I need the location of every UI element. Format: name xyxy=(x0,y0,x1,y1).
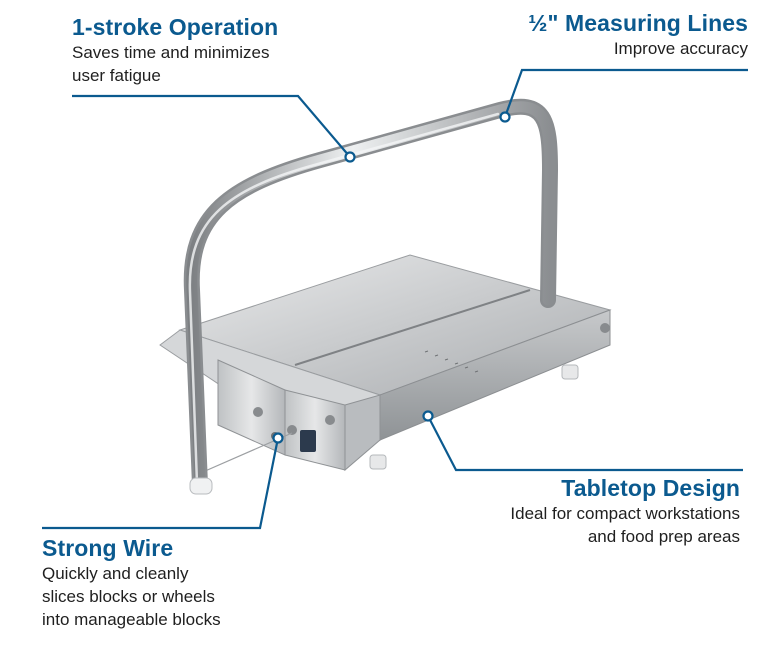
foot xyxy=(369,454,387,470)
measuring-lines xyxy=(424,350,479,373)
leader-line xyxy=(72,94,351,158)
handle-end-cap xyxy=(189,477,213,495)
marker-dot xyxy=(272,432,284,444)
callout-text-line: Improve accuracy xyxy=(613,39,748,58)
callout-text-line: Ideal for compact workstations xyxy=(510,504,740,523)
callout-strong-wire: Strong Wire Quickly and cleanly slices b… xyxy=(42,535,302,631)
knob xyxy=(325,415,335,425)
callout-text-line: user fatigue xyxy=(72,66,161,85)
callout-text-line: and food prep areas xyxy=(587,527,740,546)
knob xyxy=(287,425,297,435)
callout-text-line: Quickly and cleanly xyxy=(42,564,189,583)
leader-line xyxy=(427,415,743,472)
callout-text-line: Saves time and minimizes xyxy=(72,43,270,62)
callout-title: ½" Measuring Lines xyxy=(528,10,748,36)
marker-dot xyxy=(422,410,434,422)
callout-text-line: into manageable blocks xyxy=(42,610,221,629)
callout-markers xyxy=(272,111,511,444)
callout-title: 1-stroke Operation xyxy=(72,14,279,40)
knob xyxy=(253,407,263,417)
cutter-base xyxy=(159,254,612,472)
callout-measuring-lines: ½" Measuring Lines Improve accuracy xyxy=(500,10,748,60)
cutter-handle xyxy=(183,98,559,495)
foot xyxy=(561,364,579,380)
callout-title: Tabletop Design xyxy=(561,475,740,501)
callout-text-line: slices blocks or wheels xyxy=(42,587,215,606)
callout-title: Strong Wire xyxy=(42,535,174,561)
callout-leaders xyxy=(42,68,748,530)
marker-dot xyxy=(499,111,511,123)
callout-1-stroke-operation: 1-stroke Operation Saves time and minimi… xyxy=(72,14,342,87)
callout-tabletop-design: Tabletop Design Ideal for compact workst… xyxy=(430,475,740,548)
marker-dot xyxy=(344,151,356,163)
knob xyxy=(600,323,610,333)
brand-logo xyxy=(300,430,316,452)
leader-line xyxy=(503,68,748,118)
leader-line xyxy=(42,437,280,530)
